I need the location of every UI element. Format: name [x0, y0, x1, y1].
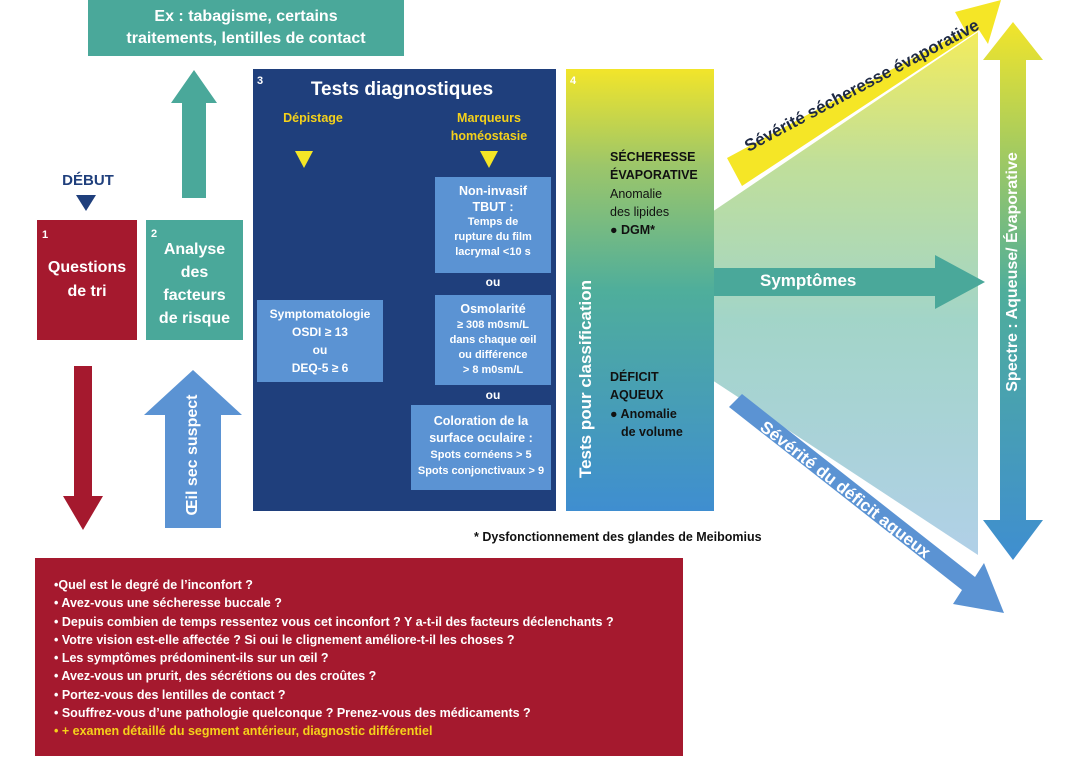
risk-up-arrow: [171, 70, 217, 198]
step1-box: 1 Questions de tri: [37, 220, 137, 340]
symptom-line3: ou: [312, 343, 328, 357]
staining-line2: surface oculaire :: [429, 431, 533, 445]
screening-down-icon: [295, 151, 313, 168]
questions-list: •Quel est le degré de l’inconfort ? • Ave…: [54, 576, 683, 741]
screening-label: Dépistage: [283, 111, 343, 125]
example-box: Ex : tabagisme, certains traitements, le…: [88, 0, 404, 56]
evaporative-title-2: ÉVAPORATIVE: [610, 168, 698, 182]
staining-line3: Spots cornéens > 5: [430, 449, 532, 461]
aqueous-bullet-2: de volume: [621, 425, 683, 439]
evaporative-bullet: ● DGM*: [610, 223, 656, 237]
debut-down-icon: [76, 195, 96, 211]
tbut-box: Non-invasif TBUT : Temps de rupture du f…: [435, 177, 551, 273]
step3-number: 3: [257, 75, 264, 87]
symptom-line1: Symptomatologie: [269, 307, 371, 321]
suspect-up-arrow: [144, 370, 242, 528]
staining-line1: Coloration de la: [433, 414, 529, 428]
triage-down-arrow: [63, 366, 103, 530]
or-label-2: ou: [485, 388, 501, 402]
classification-vertical-label: Tests pour classification: [576, 279, 595, 479]
homeostasis-down-icon: [480, 151, 498, 168]
example-line2: traitements, lentilles de contact: [126, 30, 366, 47]
homeostasis-label-1: Marqueurs: [457, 111, 521, 125]
severity-evap-arrow: [727, 0, 1001, 186]
step1-line2: de tri: [67, 283, 107, 300]
suspect-label: Œil sec suspect: [184, 394, 201, 516]
example-line1: Ex : tabagisme, certains: [154, 8, 338, 25]
symptomes-arrow: [714, 255, 985, 309]
debut-label: DÉBUT: [62, 172, 114, 189]
aqueous-title-1: DÉFICIT: [610, 370, 659, 384]
evaporative-title-1: SÉCHERESSE: [610, 150, 696, 164]
aqueous-bullet-1: ● Anomalie: [610, 407, 677, 421]
severity-aq-arrow: [729, 394, 1004, 613]
staining-box: Coloration de la surface oculaire : Spot…: [411, 405, 551, 490]
step1-line1: Questions: [47, 259, 127, 276]
evaporative-desc-2: des lipides: [610, 205, 670, 219]
tbut-line5: lacrymal <10 s: [455, 246, 531, 258]
tbut-line3: Temps de: [467, 216, 519, 228]
aqueous-title-2: AQUEUX: [610, 388, 664, 402]
step2-line4: de risque: [158, 310, 231, 327]
step2-line2: des: [180, 264, 209, 281]
symptom-box: Symptomatologie OSDI ≥ 13 ou DEQ-5 ≥ 6: [257, 300, 383, 382]
question-item: • Votre vision est-elle affectée ? Si ou…: [54, 632, 515, 647]
step1-number: 1: [42, 229, 49, 241]
osmo-line1: Osmolarité: [460, 302, 526, 316]
spectrum-arrow: [983, 22, 1043, 560]
symptom-line4: DEQ-5 ≥ 6: [291, 361, 349, 375]
osmo-line4: ou différence: [458, 349, 528, 361]
step2-line3: facteurs: [163, 287, 226, 304]
staining-line4: Spots conjonctivaux > 9: [417, 465, 545, 477]
osmolarity-box: Osmolarité ≥ 308 m0sm/L dans chaque œil …: [435, 295, 551, 385]
or-label-1: ou: [485, 275, 501, 289]
question-item: • Avez-vous un prurit, des sécrétions ou…: [54, 669, 377, 684]
spectrum-label: Spectre : Aqueuse/ Évaporative: [1004, 152, 1021, 392]
step2-line1: Analyse: [163, 241, 226, 258]
step4-panel: 4 Tests pour classification SÉCHERESSE É…: [566, 69, 714, 511]
osmo-line3: dans chaque œil: [449, 334, 537, 346]
osmo-line2: ≥ 308 m0sm/L: [456, 319, 530, 331]
homeostasis-label-2: homéostasie: [450, 129, 528, 143]
question-item: •Quel est le degré de l’inconfort ?: [54, 578, 253, 592]
step4-number: 4: [570, 75, 577, 87]
tbut-line4: rupture du film: [454, 231, 532, 243]
question-item: • Les symptômes prédominent-ils sur un œ…: [54, 651, 329, 666]
question-item: • + examen détaillé du segment antérieur…: [54, 724, 433, 739]
question-item: • Depuis combien de temps ressentez vous…: [54, 614, 614, 629]
evaporative-desc-1: Anomalie: [610, 187, 663, 201]
symptom-line2: OSDI ≥ 13: [292, 325, 348, 339]
tbut-line1: Non-invasif: [458, 184, 528, 198]
question-item: • Avez-vous une sécheresse buccale ?: [54, 596, 282, 611]
step2-number: 2: [151, 228, 158, 240]
step2-box: 2 Analyse des facteurs de risque: [146, 220, 243, 340]
symptomes-label: Symptômes: [760, 271, 857, 290]
step3-title: Tests diagnostiques: [310, 79, 494, 100]
tbut-line2: TBUT :: [472, 200, 514, 214]
question-item: • Portez-vous des lentilles de contact ?: [54, 687, 286, 702]
footnote: * Dysfonctionnement des glandes de Meibo…: [474, 530, 762, 544]
questions-box: •Quel est le degré de l’inconfort ? • Ave…: [35, 558, 683, 756]
question-item: • Souffrez-vous d’une pathologie quelcon…: [54, 706, 531, 721]
osmo-line5: > 8 m0sm/L: [462, 364, 524, 376]
